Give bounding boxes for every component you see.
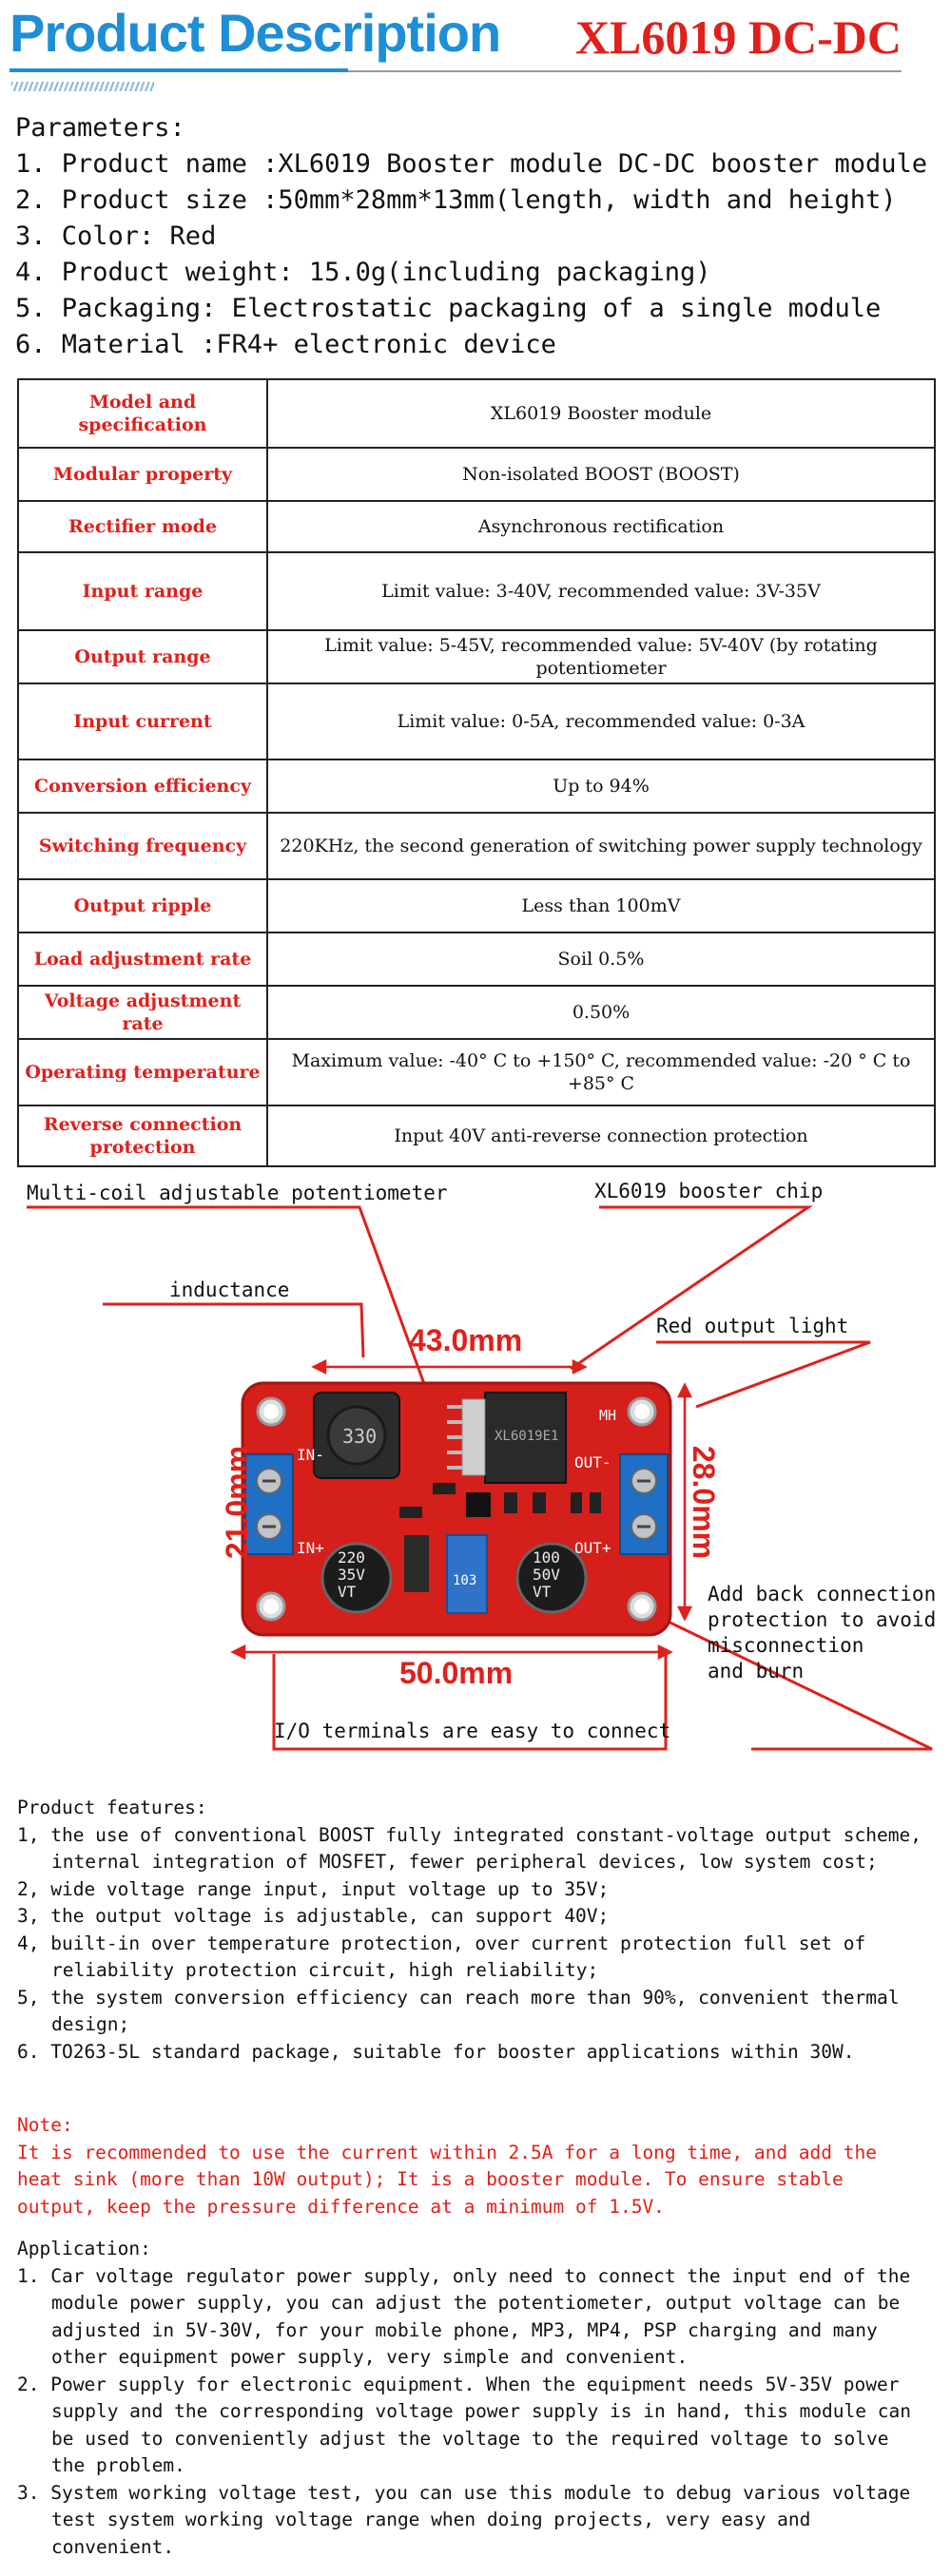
spec-key: Reverse connection protection — [17, 1105, 268, 1167]
spec-value: Soil 0.5% — [266, 932, 936, 987]
spec-key: Model and specification — [17, 378, 268, 449]
spec-value: Limit value: 5-45V, recommended value: 5… — [266, 629, 936, 684]
parameter-item: 2. Product size :50mm*28mm*13mm(length, … — [15, 185, 897, 215]
spec-key: Voltage adjustment rate — [17, 985, 268, 1040]
model-title: XL6019 DC-DC — [574, 10, 902, 64]
parameter-item: 5. Packaging: Electrostatic packaging of… — [15, 294, 882, 323]
spec-key: Load adjustment rate — [17, 932, 268, 987]
note-section: Note: It is recommended to use the curre… — [17, 2112, 930, 2220]
feature-item: 4, built-in over temperature protection,… — [17, 1932, 866, 1982]
spec-key: Conversion efficiency — [17, 759, 268, 814]
spec-value: Limit value: 0-5A, recommended value: 0-… — [266, 682, 936, 760]
board-label-mh: MH — [599, 1407, 617, 1424]
features-heading: Product features: — [17, 1797, 207, 1818]
spec-value: Non-isolated BOOST (BOOST) — [266, 447, 936, 502]
spec-key: Modular property — [17, 447, 268, 502]
board-label-in-minus: IN- — [297, 1446, 324, 1464]
feature-item: 3, the output voltage is adjustable, can… — [17, 1905, 610, 1927]
spec-value: Asynchronous rectification — [266, 500, 936, 553]
features-section: Product features: 1, the use of conventi… — [17, 1795, 930, 2066]
parameters-heading: Parameters: — [15, 113, 185, 143]
board-label-out-plus: OUT+ — [574, 1539, 611, 1557]
spec-key: Rectifier mode — [17, 500, 268, 553]
parameter-item: 6. Material :FR4+ electronic device — [15, 330, 556, 359]
callout-potentiometer: Multi-coil adjustable potentiometer — [27, 1182, 448, 1204]
parameter-item: 3. Color: Red — [15, 221, 217, 251]
spec-value: XL6019 Booster module — [266, 378, 936, 449]
spec-value: Maximum value: -40° C to +150° C, recomm… — [266, 1038, 936, 1106]
spec-value: Limit value: 3-40V, recommended value: 3… — [266, 551, 936, 631]
board-illustration — [27, 1205, 933, 1751]
page-title: Product Description — [10, 3, 501, 63]
callout-inductance: inductance — [169, 1278, 290, 1301]
decorative-hatch — [11, 82, 154, 91]
spec-key: Output ripple — [17, 878, 268, 933]
application-item: 2. Power supply for electronic equipment… — [17, 2373, 911, 2477]
spec-value: Less than 100mV — [266, 878, 936, 933]
inductance-callout-line — [103, 1302, 365, 1358]
application-item: 3. System working voltage test, you can … — [17, 2481, 911, 2558]
spec-key: Operating temperature — [17, 1038, 268, 1106]
callout-io-terminals: I/O terminals are easy to connect — [274, 1720, 671, 1742]
board-label-out-minus: OUT- — [574, 1453, 611, 1471]
feature-item: 6. TO263-5L standard package, suitable f… — [17, 2040, 855, 2063]
title-rule — [348, 70, 902, 72]
spec-key: Input current — [17, 682, 268, 760]
title-underline — [10, 68, 348, 72]
application-item: 1. Car voltage regulator power supply, o… — [17, 2264, 911, 2369]
parameter-item: 1. Product name :XL6019 Booster module D… — [15, 149, 928, 179]
dimension-bottom: 50.0mm — [399, 1656, 514, 1690]
io-callout-line — [272, 1654, 668, 1751]
feature-item: 5, the system conversion efficiency can … — [17, 1986, 900, 2036]
parameters-section: Parameters: 1. Product name :XL6019 Boos… — [15, 110, 938, 363]
potentiometer-label: 103 — [453, 1573, 477, 1588]
spec-value: 0.50% — [266, 985, 936, 1040]
spec-key: Switching frequency — [17, 812, 268, 880]
callout-protection: Add back connection protection to avoid … — [708, 1583, 937, 1682]
light-callout-line — [656, 1340, 871, 1409]
callout-red-light: Red output light — [656, 1315, 849, 1337]
application-heading: Application: — [17, 2238, 151, 2259]
dimension-left: 21.0mm — [220, 1445, 255, 1560]
spec-value: Input 40V anti-reverse connection protec… — [266, 1105, 936, 1167]
spec-value: 220KHz, the second generation of switchi… — [266, 812, 936, 880]
pcb-board — [241, 1381, 672, 1637]
dimension-right: 28.0mm — [687, 1445, 722, 1560]
chip-callout-line — [570, 1205, 813, 1371]
note-heading: Note: — [17, 2114, 73, 2136]
inductor-label: 330 — [342, 1425, 378, 1448]
application-section: Application: 1. Car voltage regulator po… — [17, 2236, 930, 2561]
spec-value: Up to 94% — [266, 759, 936, 814]
feature-item: 1, the use of conventional BOOST fully i… — [17, 1823, 922, 1874]
dimension-top: 43.0mm — [409, 1323, 523, 1357]
spec-key: Output range — [17, 629, 268, 684]
callout-chip: XL6019 booster chip — [594, 1180, 824, 1202]
board-label-in-plus: IN+ — [297, 1539, 324, 1557]
note-text: It is recommended to use the current wit… — [17, 2141, 877, 2218]
parameter-item: 4. Product weight: 15.0g(including packa… — [15, 258, 711, 287]
chip-label: XL6019E1 — [495, 1429, 559, 1444]
feature-item: 2, wide voltage range input, input volta… — [17, 1877, 610, 1900]
spec-key: Input range — [17, 551, 268, 631]
